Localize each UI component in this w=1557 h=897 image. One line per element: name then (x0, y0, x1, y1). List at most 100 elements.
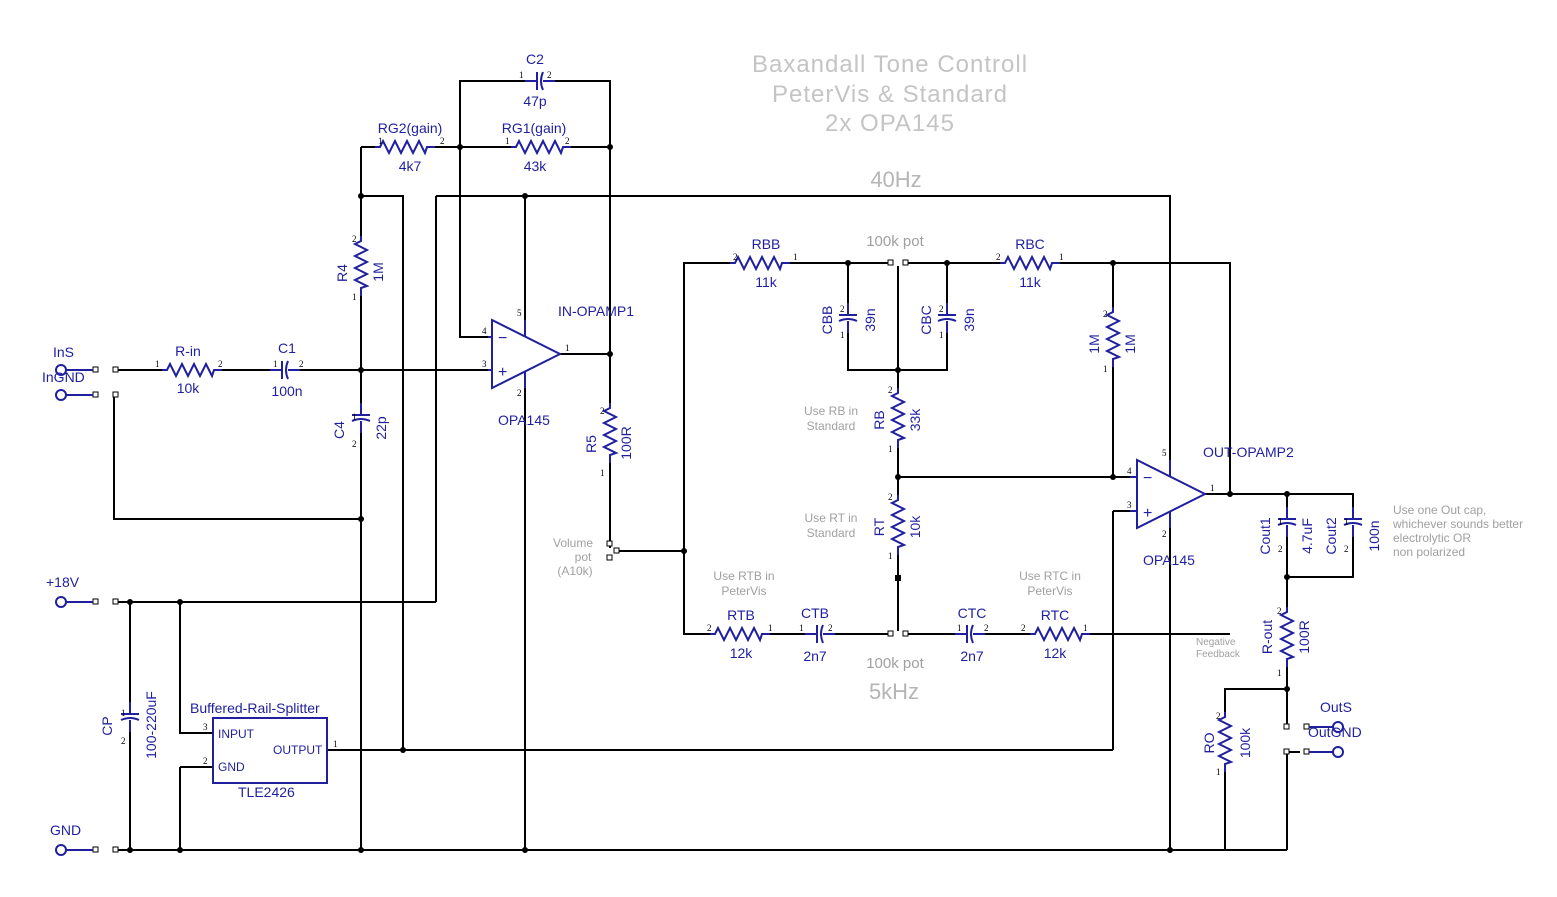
capacitor-ctc[interactable]: CTC 2n7 1 2 (954, 605, 989, 664)
opamp-1-minus: − (498, 330, 507, 347)
svg-text:2: 2 (440, 136, 445, 146)
capacitor-ctb[interactable]: CTB 2n7 1 2 (799, 605, 836, 664)
pin-markers (92, 259, 1310, 853)
ro-value: 100k (1237, 727, 1253, 758)
resistor-r4[interactable]: R4 1M 2 1 (334, 234, 386, 302)
capacitor-c2[interactable]: C2 47p 1 2 (519, 51, 556, 109)
rbb-value: 11k (755, 274, 778, 290)
svg-text:1: 1 (600, 468, 605, 478)
c1-value: 100n (271, 383, 302, 399)
opamp-2-plus: + (1143, 505, 1152, 522)
svg-text:2: 2 (299, 359, 304, 369)
connector-gnd[interactable]: GND (50, 822, 93, 856)
svg-text:1: 1 (1216, 767, 1221, 777)
svg-text:Use RTB in: Use RTB in (713, 569, 774, 583)
title-line-2: PeterVis & Standard (772, 81, 1008, 108)
ctc-value: 2n7 (960, 648, 984, 664)
svg-text:2: 2 (888, 492, 893, 502)
connector-outgnd[interactable]: OutGND (1308, 724, 1362, 758)
svg-text:1: 1 (888, 551, 893, 561)
svg-text:1: 1 (333, 739, 338, 749)
resistor-rtb[interactable]: RTB 12k 2 1 (707, 607, 773, 661)
bass-pot-label: 100k pot (866, 233, 924, 250)
cbc-name: CBC (918, 305, 934, 335)
resistor-r-out[interactable]: R-out 100R 2 1 (1259, 606, 1312, 678)
r4-name: R4 (334, 264, 350, 282)
svg-text:1: 1 (1059, 252, 1064, 262)
opamp-1-plus: + (498, 364, 507, 381)
cout2-name: Cout2 (1323, 517, 1339, 555)
resistor-rtc[interactable]: RTC 12k 2 1 (1021, 607, 1091, 661)
resistor-rt[interactable]: RT 10k 2 1 (871, 492, 923, 561)
svg-text:electrolytic OR: electrolytic OR (1393, 531, 1471, 545)
svg-text:2: 2 (707, 623, 712, 633)
rtc-note: Use RTC in PeterVis (1019, 569, 1081, 598)
capacitor-cout1[interactable]: Cout1 4.7uF 1 2 (1257, 506, 1315, 555)
svg-text:Standard: Standard (807, 419, 856, 433)
connector-outs[interactable]: OutS (1309, 699, 1352, 733)
treble-pot-label: 100k pot (866, 655, 924, 672)
cbc-value: 39n (961, 308, 977, 331)
svg-text:1: 1 (519, 70, 524, 80)
title-line-1: Baxandall Tone Controll (752, 51, 1028, 78)
resistor-rbb[interactable]: RBB 11k 2 1 (729, 236, 798, 290)
rtc-name: RTC (1041, 607, 1070, 623)
svg-text:2: 2 (888, 385, 893, 395)
rb-value: 33k (907, 408, 923, 432)
resistor-r5[interactable]: R5 100R 2 1 (583, 402, 634, 478)
c4-name: C4 (331, 421, 347, 439)
resistor-rg2[interactable]: RG2(gain) 4k7 1 2 (374, 120, 445, 174)
capacitor-cp[interactable]: CP 100-220uF 1 2 (99, 691, 159, 759)
capacitor-cout2[interactable]: Cout2 100n 1 2 (1323, 506, 1382, 555)
svg-text:1: 1 (273, 359, 278, 369)
junction-dots (127, 144, 1290, 853)
connector-ingnd[interactable]: InGND (42, 369, 93, 401)
opamp-1[interactable]: − + 4 3 5 2 1 OPA145 IN-OPAMP1 (482, 303, 634, 428)
svg-text:1: 1 (121, 708, 126, 718)
svg-text:5: 5 (517, 308, 522, 318)
svg-text:1: 1 (840, 330, 845, 340)
svg-text:1: 1 (505, 136, 510, 146)
svg-text:2: 2 (352, 234, 357, 244)
connector-18v[interactable]: +18V (46, 574, 93, 608)
cbb-name: CBB (819, 306, 835, 335)
resistor-rbc[interactable]: RBC 11k 2 1 (996, 236, 1064, 290)
connector-ins[interactable]: InS (53, 344, 93, 376)
rail-splitter[interactable]: Buffered-Rail-Splitter TLE2426 INPUT GND… (190, 700, 338, 800)
resistor-r-in[interactable]: R-in 10k 1 2 (155, 343, 223, 396)
capacitor-c4[interactable]: C4 22p 1 2 (331, 402, 389, 449)
svg-text:2: 2 (1277, 606, 1282, 616)
resistor-rg1[interactable]: RG1(gain) 43k 1 2 (502, 120, 572, 174)
capacitor-cbb[interactable]: CBB 39n 2 1 (819, 302, 878, 340)
svg-text:1: 1 (1210, 483, 1215, 493)
svg-text:1: 1 (378, 136, 383, 146)
resistor-rb[interactable]: RB 33k 2 1 (871, 385, 923, 454)
ctb-name: CTB (801, 605, 829, 621)
cout1-name: Cout1 (1257, 517, 1273, 555)
svg-text:1: 1 (1277, 668, 1282, 678)
svg-text:2: 2 (1278, 544, 1283, 554)
svg-text:2: 2 (203, 756, 208, 766)
svg-text:1: 1 (1083, 623, 1088, 633)
svg-text:2: 2 (1216, 711, 1221, 721)
svg-text:2: 2 (1103, 309, 1108, 319)
rail-splitter-input: INPUT (218, 727, 255, 741)
capacitor-c1[interactable]: C1 100n 1 2 (269, 340, 304, 399)
opamp-2[interactable]: − + 4 3 5 2 1 OPA145 OUT-OPAMP2 (1127, 444, 1294, 568)
rbc-value: 11k (1019, 274, 1042, 290)
rg1-value: 43k (524, 158, 548, 174)
resistor-ro[interactable]: RO 100k 2 1 (1201, 711, 1253, 777)
ro-name: RO (1201, 732, 1217, 753)
svg-text:whichever sounds better: whichever sounds better (1392, 517, 1523, 531)
capacitor-cbc[interactable]: CBC 39n 2 1 (918, 302, 977, 340)
svg-text:2: 2 (939, 304, 944, 314)
resistor-1m[interactable]: 1M 1M 2 1 (1086, 306, 1138, 374)
svg-text:Use one Out cap,: Use one Out cap, (1393, 503, 1486, 517)
svg-text:(A10k): (A10k) (557, 564, 592, 578)
r-in-value: 10k (177, 380, 201, 396)
connector-outs-label: OutS (1320, 699, 1352, 715)
c4-value: 22p (373, 416, 389, 440)
svg-text:Use RT in: Use RT in (805, 511, 858, 525)
r-out-value: 100R (1296, 620, 1312, 653)
svg-text:Use RB in: Use RB in (804, 404, 858, 418)
